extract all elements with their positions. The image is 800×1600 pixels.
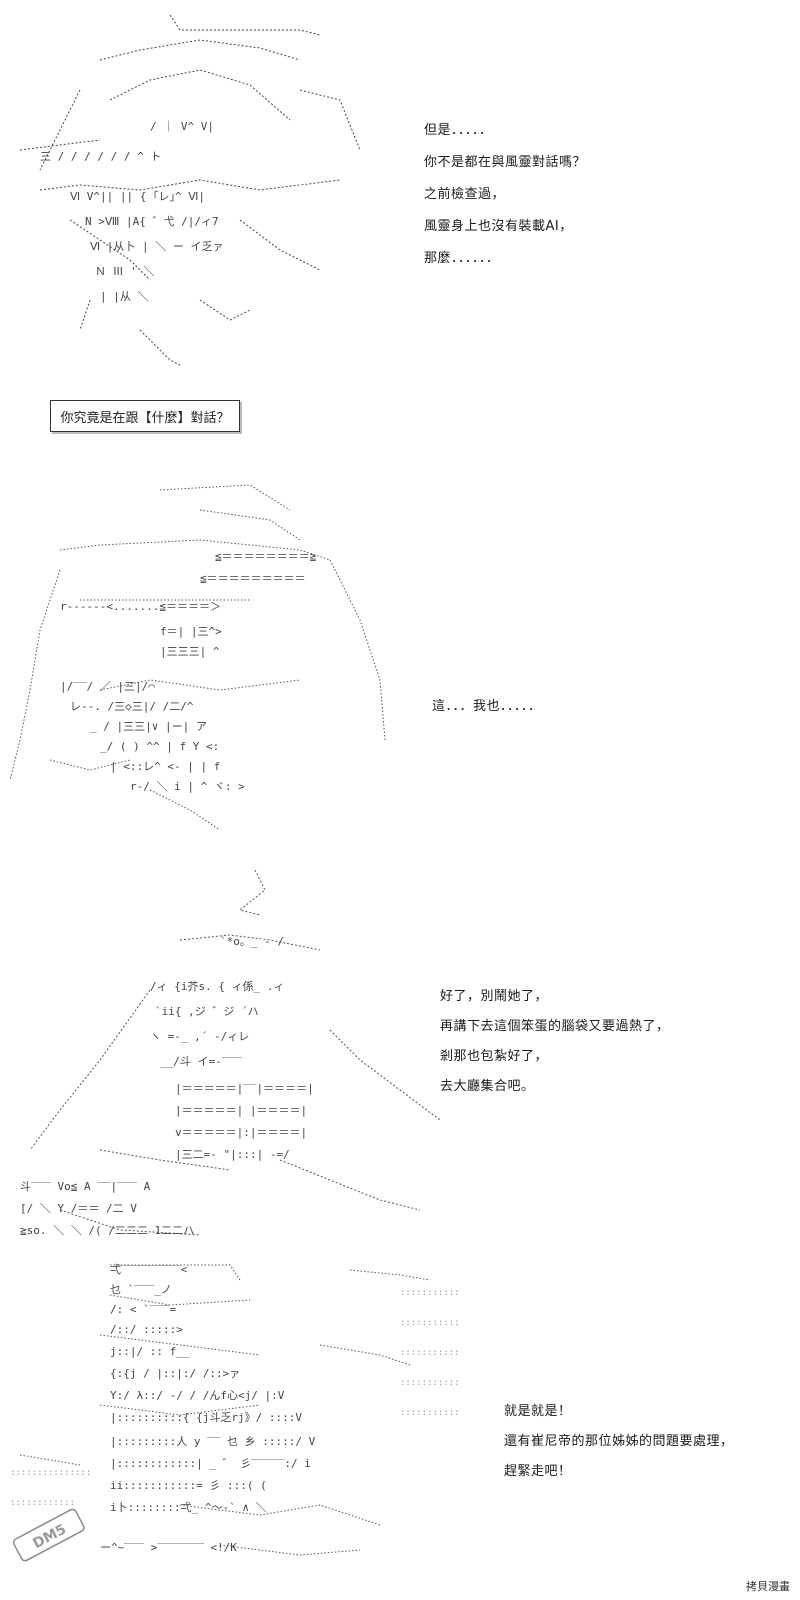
svg-text:レ‐‐. /三◇三|/ /二/^: レ‐‐. /三◇三|/ /二/^ bbox=[70, 700, 194, 713]
dialogue-line: 剎那也包紮好了， bbox=[440, 1049, 549, 1064]
dialogue-block: 這．．．我也．．．．． bbox=[432, 700, 732, 720]
dialogue-line: 但是．．．．． bbox=[424, 123, 493, 138]
svg-text:N >Ⅷ |A{ ゛弋 /|/ィ7: N >Ⅷ |A{ ゛弋 /|/ィ7 bbox=[85, 215, 219, 228]
svg-text:[/ ＼ Y /＝＝ /二 V: [/ ＼ Y /＝＝ /二 V bbox=[20, 1202, 137, 1215]
ascii-art-character-3: `*o。_ - / /ィ {i芥s. { ィ係_ .ィ `ii{ ,ジ ゛ジ ´… bbox=[20, 869, 441, 1237]
svg-text:斗‾‾‾ Vo≦ A ‾‾|‾‾‾ A: 斗‾‾‾ Vo≦ A ‾‾|‾‾‾ A bbox=[20, 1180, 151, 1193]
panel-2: ≦＝＝＝＝＝＝＝＝≧ ≦＝＝＝＝＝＝＝＝＝ r‐‐‐‐‐‐<.......≦＝＝… bbox=[0, 450, 800, 840]
svg-text:::::::::::::: :::::::::::: bbox=[400, 1408, 460, 1418]
dialogue-line: 就是就是！ bbox=[504, 1404, 572, 1419]
svg-text:三 / / / / / / ^ ト: 三 / / / / / / ^ ト bbox=[40, 150, 161, 163]
svg-text:/ィ {i芥s. { ィ係_ .ィ: /ィ {i芥s. { ィ係_ .ィ bbox=[150, 980, 284, 993]
svg-text:__/斗 イ=-‾‾‾: __/斗 イ=-‾‾‾ bbox=[160, 1055, 242, 1068]
svg-text:| |从 ＼: | |从 ＼ bbox=[100, 290, 149, 303]
svg-text:::::::::::::: :::::::::::: bbox=[400, 1378, 460, 1388]
dialogue-line: 你不是都在與風靈對話嗎？ bbox=[424, 155, 587, 170]
svg-text:/ ｜ V^ V|: / ｜ V^ V| bbox=[150, 120, 214, 133]
svg-text:r‐‐‐‐‐‐<.......≦＝＝＝＝＞: r‐‐‐‐‐‐<.......≦＝＝＝＝＞ bbox=[60, 600, 221, 613]
svg-text:Ⅵ |从卜 | ＼ ー イ乏ァ: Ⅵ |从卜 | ＼ ー イ乏ァ bbox=[90, 240, 224, 253]
svg-text:|＝＝＝＝＝| |＝＝＝＝|: |＝＝＝＝＝| |＝＝＝＝| bbox=[175, 1104, 307, 1117]
svg-text:|::::::::::{ {j斗乏r: |::::::::::{ {j斗乏rj》/ ::::V bbox=[110, 1411, 302, 1424]
svg-text:`ii{ ,ジ ゛ジ ´ハ: `ii{ ,ジ ゛ジ ´ハ bbox=[155, 1005, 259, 1018]
svg-text:Ｎ Ⅲ ' ＼: Ｎ Ⅲ ' ＼ bbox=[95, 265, 155, 278]
svg-text:|::::::::::::| _ ゛ 彡‾‾‾‾: |::::::::::::| _ ゛ 彡‾‾‾‾‾:/ i bbox=[110, 1457, 311, 1470]
site-credit: 拷貝漫畫 bbox=[746, 1580, 790, 1593]
svg-text:Ⅵ V^|| || { ｢レ｣^ Ⅵ|: Ⅵ V^|| || { ｢レ｣^ Ⅵ| bbox=[70, 190, 205, 203]
caption-box: 你究竟是在跟【什麼】對話？ bbox=[50, 400, 240, 432]
svg-text:::::::::::::: :::::::::::: bbox=[10, 1498, 75, 1508]
svg-text:| <::レ^ <- | | f: | <::レ^ <- | | f bbox=[110, 760, 220, 773]
svg-text:ヽ =-_ ,´ -/ィレ: ヽ =-_ ,´ -/ィレ bbox=[150, 1030, 249, 1043]
panel-4: ::::::::::::::: ::::::::::::::: ::::::::… bbox=[0, 1255, 800, 1600]
svg-text::::::::::::::::: ::::::::::::::: bbox=[400, 1318, 460, 1328]
dialogue-line: 再講下去這個笨蛋的腦袋又要過熱了， bbox=[440, 1019, 670, 1034]
ascii-art-character-1: / ｜ V^ V| 三 / / / / / / ^ ト Ⅵ V^|| || { … bbox=[19, 14, 361, 366]
panel-3: `*o。_ - / /ィ {i芥s. { ィ係_ .ィ `ii{ ,ジ ゛ジ ´… bbox=[0, 860, 800, 1250]
svg-text:ー^~‾‾‾ >‾‾‾‾‾‾‾ <!/K: ー^~‾‾‾ >‾‾‾‾‾‾‾ <!/K bbox=[100, 1541, 237, 1554]
svg-text:`*o。_ - /: `*o。_ - / bbox=[220, 935, 284, 948]
dialogue-line: 趕緊走吧！ bbox=[504, 1464, 572, 1479]
svg-text:Y:/ λ::/ -/ / /んf心<j/ |:V: Y:/ λ::/ -/ / /んf心<j/ |:V bbox=[110, 1389, 285, 1402]
dialogue-line: 還有崔尼帝的那位姊姊的問題要處理， bbox=[504, 1434, 734, 1449]
svg-text:/::/ :::::>: /::/ :::::> bbox=[110, 1323, 183, 1336]
dialogue-line: 那麼．．．．．． bbox=[424, 251, 500, 266]
dialogue-line: 好了，別鬧她了， bbox=[440, 989, 549, 1004]
svg-text:f＝| |三^>: f＝| |三^> bbox=[160, 625, 222, 638]
svg-text:i卜::::::::弌_ ^〜-` ∧ ＼: i卜::::::::弌_ ^〜-` ∧ ＼ bbox=[110, 1501, 267, 1514]
dm5-logo: DM5 bbox=[6, 1500, 96, 1570]
svg-text::::::::::::::::: ::::::::::::::: bbox=[400, 1348, 460, 1358]
svg-text:_ / |三三|∨ |ー| ア: _ / |三三|∨ |ー| ア bbox=[90, 720, 207, 733]
svg-text:弌‾‾‾‾‾‾‾‾‾<: 弌‾‾‾‾‾‾‾‾‾< bbox=[110, 1263, 188, 1276]
svg-text:ii:::::::::::= 彡 :::( (: ii:::::::::::= 彡 :::( ( bbox=[110, 1479, 267, 1492]
svg-text:≦＝＝＝＝＝＝＝＝≧: ≦＝＝＝＝＝＝＝＝≧ bbox=[215, 550, 317, 563]
ascii-art-character-2: ≦＝＝＝＝＝＝＝＝≧ ≦＝＝＝＝＝＝＝＝＝ r‐‐‐‐‐‐<.......≦＝＝… bbox=[9, 484, 386, 831]
svg-text:|/‾‾/ ／ |三|/⌒: |/‾‾/ ／ |三|/⌒ bbox=[60, 680, 155, 693]
svg-text:{:{j / |::|:/ /::>ァ: {:{j / |::|:/ /::>ァ bbox=[110, 1367, 240, 1380]
svg-text:|:::::::::人 y ‾‾ 乜 乡 ::: |:::::::::人 y ‾‾ 乜 乡 :::::/ V bbox=[110, 1435, 316, 1448]
dialogue-block: 就是就是！ 還有崔尼帝的那位姊姊的問題要處理， 趕緊走吧！ bbox=[504, 1405, 794, 1505]
svg-text:r‐/ ＼ i | ^ ヾ: >: r‐/ ＼ i | ^ ヾ: > bbox=[130, 780, 245, 793]
dialogue-line: 之前檢查過， bbox=[424, 187, 506, 202]
dialogue-line: 這．．．我也．．．．． bbox=[432, 699, 542, 714]
panel-1: / ｜ V^ V| 三 / / / / / / ^ ト Ⅵ V^|| || { … bbox=[0, 0, 800, 440]
svg-text::::::::::::::::: ::::::::::::::: bbox=[10, 1468, 91, 1478]
svg-text:|三三三| ^: |三三三| ^ bbox=[160, 645, 220, 658]
dialogue-block: 好了，別鬧她了， 再講下去這個笨蛋的腦袋又要過熱了， 剎那也包紮好了， 去大廳集… bbox=[440, 990, 760, 1120]
svg-text:_/ ( ) ^^ | f Y <:: _/ ( ) ^^ | f Y <: bbox=[100, 740, 219, 753]
svg-text:乜 `‾‾‾_ノ: 乜 `‾‾‾_ノ bbox=[110, 1283, 172, 1296]
caption-text: 你究竟是在跟【什麼】對話？ bbox=[60, 410, 230, 426]
svg-text:j::|/ :: f__: j::|/ :: f__ bbox=[110, 1345, 190, 1358]
dialogue-line: 風靈身上也沒有裝載AI， bbox=[424, 219, 573, 234]
svg-text:/: < `‾‾‾=: /: < `‾‾‾= bbox=[110, 1303, 177, 1316]
ascii-art-character-4: ::::::::::::::: ::::::::::::::: ::::::::… bbox=[10, 1263, 460, 1556]
svg-text:|三二=- "|:::| -=/: |三二=- "|:::| -=/ bbox=[175, 1148, 290, 1161]
dialogue-line: 去大廳集合吧。 bbox=[440, 1079, 535, 1094]
svg-text:|＝＝＝＝＝|‾‾|＝＝＝＝|: |＝＝＝＝＝|‾‾|＝＝＝＝| bbox=[175, 1082, 314, 1095]
svg-text:v＝＝＝＝＝|:|＝＝＝＝|: v＝＝＝＝＝|:|＝＝＝＝| bbox=[175, 1126, 307, 1139]
svg-text:≦＝＝＝＝＝＝＝＝＝: ≦＝＝＝＝＝＝＝＝＝ bbox=[200, 572, 306, 585]
dm5-logo-icon: DM5 bbox=[12, 1508, 85, 1562]
svg-text::::::::::::::::: ::::::::::::::: bbox=[400, 1288, 460, 1298]
svg-text:≧so. ＼ ＼ /( /二二二 1二二ハ: ≧so. ＼ ＼ /( /二二二 1二二ハ bbox=[20, 1224, 194, 1237]
dialogue-block: 但是．．．．． 你不是都在與風靈對話嗎？ 之前檢查過， 風靈身上也沒有裝載AI，… bbox=[424, 124, 724, 274]
